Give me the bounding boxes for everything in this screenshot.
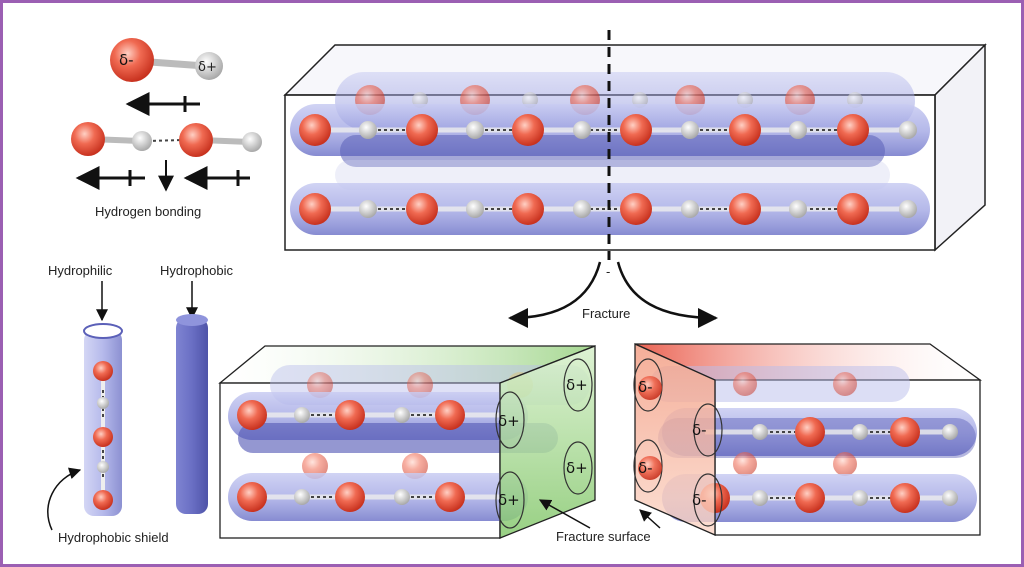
delta-plus-label: δ+: [566, 376, 588, 394]
delta-plus-label: δ+: [566, 459, 588, 477]
intact-fibril-box: -: [283, 30, 987, 279]
oxygen-atom-icon: [110, 38, 154, 82]
hydrophilic-label: Hydrophilic: [48, 263, 113, 278]
delta-minus-label: δ-: [119, 51, 134, 69]
fracture-left-arrow-icon: [508, 261, 602, 328]
hydrogen-bonding-illustration: δ- δ+ Hydrogen bonding: [71, 38, 262, 219]
delta-minus-label: δ-: [638, 459, 653, 477]
fracture-arrows: Fracture: [508, 261, 718, 328]
hydrophobic-fibril: [176, 318, 208, 514]
hydrophobic-label: Hydrophobic: [160, 263, 233, 278]
fracture-label: Fracture: [582, 306, 630, 321]
delta-minus-label: δ-: [692, 491, 707, 509]
negative-fracture-half: δ- δ- δ- δ-: [633, 342, 983, 536]
fracture-right-arrow-icon: [616, 261, 718, 328]
delta-minus-label: δ-: [638, 378, 653, 396]
fibril-comparison: Hydrophilic Hydrophobic Hydrophobic shie…: [47, 263, 233, 545]
fracture-surface-callout: Fracture surface: [538, 499, 661, 544]
positive-fracture-half: δ+ δ+ δ+ δ+: [218, 345, 596, 539]
delta-minus-label: δ-: [692, 421, 707, 439]
delta-plus-label: δ+: [498, 491, 520, 509]
delta-plus-label: δ+: [198, 60, 217, 75]
hydrogen-bonding-label: Hydrogen bonding: [95, 204, 201, 219]
delta-plus-label: δ+: [498, 412, 520, 430]
hydrophobic-shield-label: Hydrophobic shield: [58, 530, 169, 545]
fracture-minus-label: -: [606, 264, 610, 279]
hydrogen-atom-icon: [195, 52, 223, 80]
fracture-surface-label: Fracture surface: [556, 529, 651, 544]
